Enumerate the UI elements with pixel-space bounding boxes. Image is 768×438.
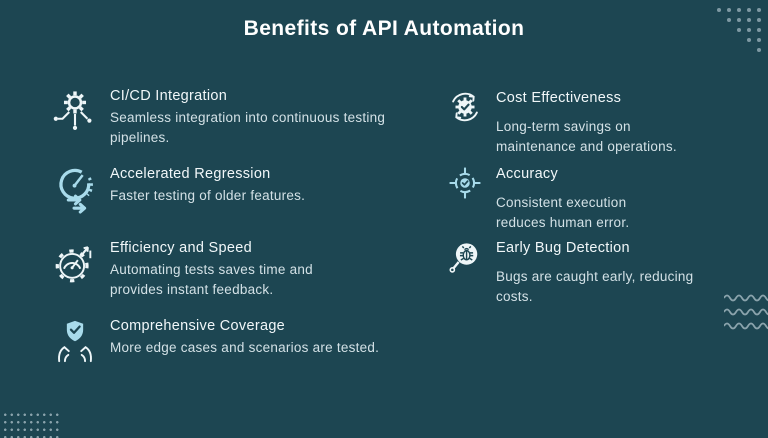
benefit-description: More edge cases and scenarios are tested…	[110, 340, 380, 355]
dot	[757, 28, 761, 32]
benefit-item-early-bug-detection: Early Bug Detection Bugs are caught earl…	[446, 238, 693, 307]
dot	[757, 18, 761, 22]
dot	[737, 18, 741, 22]
page-title: Benefits of API Automation	[243, 17, 525, 40]
dot-row	[717, 8, 761, 12]
benefit-title: Efficiency and Speed	[110, 240, 252, 256]
dot-row	[747, 38, 761, 42]
dot	[727, 8, 731, 12]
benefit-item-cost-effectiveness: Cost Effectiveness Long-term savings on …	[446, 88, 677, 157]
benefit-title: Accuracy	[496, 166, 559, 182]
benefit-title: Comprehensive Coverage	[110, 318, 286, 334]
benefit-description: Bugs are caught early, reducing costs.	[496, 269, 694, 304]
accuracy-icon	[446, 164, 484, 202]
benefit-description: Seamless integration into continuous tes…	[110, 110, 386, 145]
dot	[717, 8, 721, 12]
benefit-item-accuracy: Accuracy Consistent execution reduces hu…	[446, 164, 629, 233]
dot	[747, 38, 751, 42]
dot	[757, 8, 761, 12]
dot	[737, 28, 741, 32]
benefit-item-comprehensive-coverage: Comprehensive Coverage More edge cases a…	[52, 316, 379, 366]
waves-decoration	[724, 290, 768, 336]
benefit-title: Cost Effectiveness	[496, 90, 622, 106]
benefit-description: Consistent execution reduces human error…	[496, 195, 630, 230]
dot	[747, 28, 751, 32]
efficiency-and-speed-icon	[52, 238, 98, 288]
benefit-description: Long-term savings on maintenance and ope…	[496, 119, 677, 154]
benefit-item-efficiency-and-speed: Efficiency and Speed Automating tests sa…	[52, 238, 313, 300]
benefit-title: Accelerated Regression	[110, 166, 271, 182]
accelerated-regression-icon	[52, 164, 98, 214]
benefit-title: CI/CD Integration	[110, 88, 228, 104]
dot	[747, 18, 751, 22]
dot-grid-decoration	[0, 409, 60, 438]
benefit-title: Early Bug Detection	[496, 240, 630, 256]
dot-row	[737, 28, 761, 32]
cost-effectiveness-icon	[446, 88, 484, 126]
early-bug-detection-icon	[446, 238, 484, 278]
dot	[757, 48, 761, 52]
dot-triangle-decoration	[717, 8, 761, 58]
benefit-item-cicd-integration: CI/CD Integration Seamless integration i…	[52, 86, 385, 148]
dot	[727, 18, 731, 22]
cicd-integration-icon	[52, 86, 98, 140]
benefit-item-accelerated-regression: Accelerated Regression Faster testing of…	[52, 164, 305, 214]
dot	[757, 38, 761, 42]
benefit-description: Automating tests saves time and provides…	[110, 262, 313, 297]
comprehensive-coverage-icon	[52, 316, 98, 366]
dot-row	[727, 18, 761, 22]
benefit-description: Faster testing of older features.	[110, 188, 306, 203]
dot	[747, 8, 751, 12]
dot	[737, 8, 741, 12]
dot-row	[757, 48, 761, 52]
